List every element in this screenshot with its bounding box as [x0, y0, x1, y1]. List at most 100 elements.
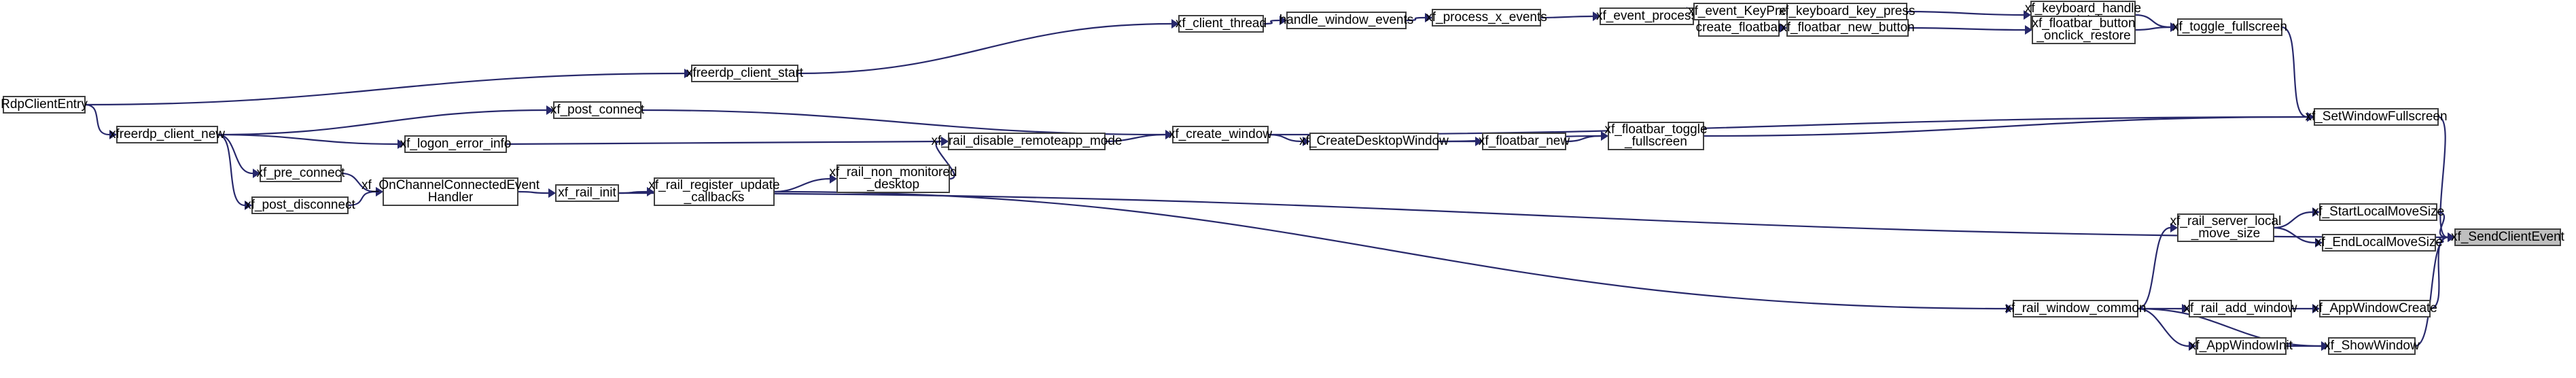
call-edge — [1907, 25, 2032, 35]
call-edge — [517, 188, 556, 198]
graph-node-xf_client_thread[interactable]: xf_client_thread — [1176, 15, 1267, 33]
node-box[interactable] — [383, 177, 518, 206]
graph-node-xf_post_disconnect[interactable]: xf_post_disconnect — [245, 196, 356, 214]
node-box[interactable] — [2013, 300, 2138, 317]
node-box[interactable] — [1172, 126, 1269, 143]
graph-node-xf_rail_window_common[interactable]: xf_rail_window_common — [2005, 300, 2147, 317]
node-box[interactable] — [948, 133, 1106, 150]
graph-node-xf_CreateDesktopWindow[interactable]: xf_CreateDesktopWindow — [1299, 133, 1449, 150]
node-box[interactable] — [2319, 203, 2437, 221]
node-box[interactable] — [1309, 133, 1439, 150]
node-box[interactable] — [1600, 7, 1694, 25]
node-box[interactable] — [2189, 300, 2292, 317]
edge-line — [84, 103, 110, 136]
node-box[interactable] — [2328, 337, 2416, 355]
edge-line — [217, 109, 547, 136]
node-box[interactable] — [555, 184, 619, 202]
graph-node-xf_event_KeyPress[interactable]: xf_event_KeyPress — [1688, 3, 1799, 20]
node-box[interactable] — [404, 135, 507, 153]
graph-node-xfreerdp_client_start[interactable]: xfreerdp_client_start — [686, 65, 804, 82]
edge-line — [1906, 10, 2024, 16]
edge-line — [506, 140, 942, 145]
edge-arrowhead-icon — [546, 105, 554, 115]
call-edge — [1267, 112, 2314, 136]
node-box[interactable] — [251, 196, 349, 214]
graph-node-RdpClientEntry[interactable]: RdpClientEntry — [1, 96, 88, 114]
edge-arrowhead-icon — [1171, 19, 1179, 29]
graph-node-xf_EndLocalMoveSize[interactable]: xf_EndLocalMoveSize — [2315, 234, 2443, 252]
node-box[interactable] — [2314, 108, 2439, 126]
node-box[interactable] — [1786, 19, 1909, 37]
node-box[interactable] — [654, 177, 775, 206]
graph-node-xf_rail_register_update_callbacks[interactable]: xf_rail_register_update_callbacks — [648, 177, 780, 206]
edge-line — [1104, 133, 1166, 143]
graph-node-xf_floatbar_toggle_fullscreen[interactable]: xf_floatbar_toggle_fullscreen — [1604, 122, 1708, 150]
graph-node-xf_ShowWindow[interactable]: xf_ShowWindow — [2324, 337, 2420, 355]
edge-arrowhead-icon — [245, 201, 252, 210]
node-box[interactable] — [691, 65, 798, 82]
graph-node-xf_rail_init[interactable]: xf_rail_init — [555, 184, 619, 202]
call-edge — [797, 19, 1179, 75]
node-box[interactable] — [1178, 15, 1264, 33]
node-box[interactable] — [2177, 213, 2274, 242]
edge-line — [2134, 26, 2171, 31]
graph-node-xf_toggle_fullscreen[interactable]: xf_toggle_fullscreen — [2172, 18, 2287, 36]
edge-line — [797, 22, 1172, 75]
graph-node-xf_rail_disable_remoteapp_mode[interactable]: xf_rail_disable_remoteapp_mode — [932, 133, 1123, 150]
edge-arrowhead-icon — [1303, 137, 1310, 146]
edge-arrowhead-icon — [2312, 304, 2320, 313]
graph-node-xf_StartLocalMoveSize[interactable]: xf_StartLocalMoveSize — [2312, 203, 2444, 221]
graph-node-xf_rail_add_window[interactable]: xf_rail_add_window — [2184, 300, 2297, 317]
edge-line — [2134, 14, 2171, 29]
graph-node-xf_SendClientEvent[interactable]: xf_SendClientEvent — [2451, 228, 2565, 246]
graph-node-xf_floatbar_new_button[interactable]: xf_floatbar_new_button — [1780, 19, 1915, 37]
node-box[interactable] — [1482, 133, 1566, 150]
graph-node-xf_SetWindowFullscreen[interactable]: xf_SetWindowFullscreen — [2305, 108, 2448, 126]
graph-node-xfreerdp_client_new[interactable]: xfreerdp_client_new — [109, 126, 225, 143]
edge-arrowhead-icon — [1593, 12, 1600, 21]
call-edge — [2285, 341, 2329, 351]
node-box[interactable] — [3, 96, 86, 114]
node-box-current[interactable] — [2454, 228, 2561, 246]
node-box[interactable] — [1698, 19, 1780, 37]
graph-node-xf_floatbar_button_onclick_restore[interactable]: xf_floatbar_button_onclick_restore — [2032, 16, 2136, 44]
node-box[interactable] — [260, 165, 342, 182]
edge-line — [935, 140, 955, 180]
graph-node-xf_pre_connect[interactable]: xf_pre_connect — [257, 165, 346, 182]
node-box[interactable] — [2195, 337, 2287, 355]
graph-node-xf_AppWindowCreate[interactable]: xf_AppWindowCreate — [2312, 300, 2437, 317]
node-box[interactable] — [1286, 12, 1407, 29]
call-edge — [1565, 131, 1608, 143]
node-box[interactable] — [1786, 3, 1907, 20]
node-box[interactable] — [2177, 18, 2282, 36]
edge-arrowhead-icon — [684, 69, 692, 78]
node-box[interactable] — [2032, 16, 2136, 44]
graph-node-xf_floatbar_new[interactable]: xf_floatbar_new — [1479, 133, 1570, 150]
node-box[interactable] — [2319, 300, 2431, 317]
graph-node-handle_window_events[interactable]: handle_window_events — [1280, 12, 1414, 29]
node-box[interactable] — [553, 101, 641, 119]
call-edge — [1540, 12, 1600, 21]
graph-node-xf_rail_server_local_move_size[interactable]: xf_rail_server_local_move_size — [2170, 213, 2282, 242]
call-edge — [1405, 13, 1432, 22]
graph-node-xf_logon_error_info[interactable]: xf_logon_error_info — [400, 135, 512, 153]
node-box[interactable] — [116, 126, 218, 143]
call-edge — [2414, 233, 2455, 347]
node-box[interactable] — [1432, 9, 1541, 27]
node-box[interactable] — [1693, 3, 1794, 20]
graph-node-xf_event_process[interactable]: xf_event_process — [1596, 7, 1697, 25]
graph-node-create_floatbar[interactable]: create_floatbar — [1696, 19, 1782, 37]
edge-line — [2273, 226, 2316, 244]
graph-node-xf_create_window[interactable]: xf_create_window — [1169, 126, 1272, 143]
graph-node-xf_process_x_events[interactable]: xf_process_x_events — [1426, 9, 1547, 27]
node-box[interactable] — [836, 165, 950, 193]
graph-node-xf_AppWindowInit[interactable]: xf_AppWindowInit — [2189, 337, 2293, 355]
graph-node-xf_rail_non_monitored_desktop[interactable]: xf_rail_non_monitored_desktop — [829, 165, 957, 193]
call-edge — [773, 174, 837, 193]
graph-node-xf_post_connect[interactable]: xf_post_connect — [550, 101, 645, 119]
node-box[interactable] — [1608, 122, 1704, 150]
graph-node-xf_keyboard_key_press[interactable]: xf_keyboard_key_press — [1779, 3, 1916, 20]
node-box[interactable] — [2322, 234, 2436, 252]
edge-arrowhead-icon — [2006, 304, 2013, 313]
